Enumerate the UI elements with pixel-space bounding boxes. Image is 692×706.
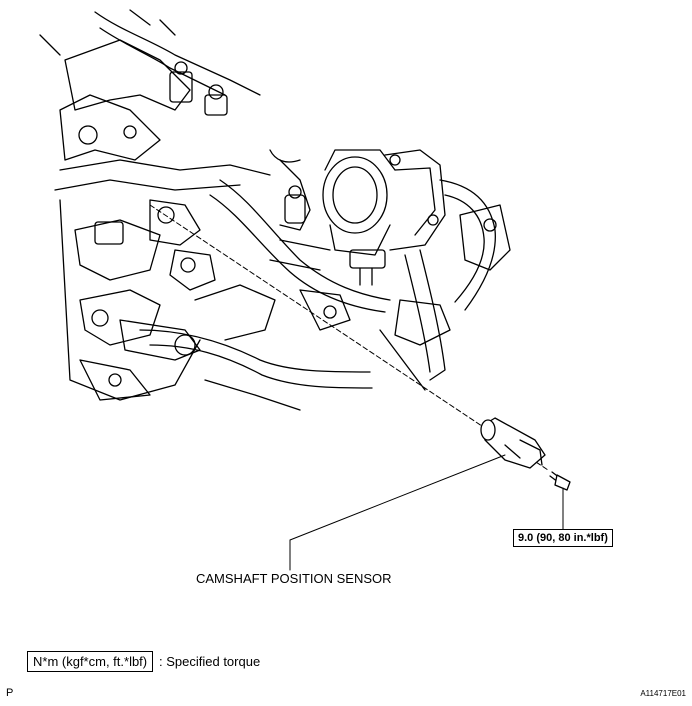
engine-block-drawing (39, 9, 511, 411)
camshaft-sensor-drawing (480, 417, 546, 469)
sensor-label: CAMSHAFT POSITION SENSOR (196, 571, 392, 586)
page-mark: P (6, 687, 14, 699)
installation-axis (149, 204, 549, 471)
sensor-leader-line (289, 454, 506, 571)
figure-code: A114717E01 (640, 689, 686, 698)
torque-legend-box: N*m (kgf*cm, ft.*lbf) (27, 651, 154, 672)
bolt-torque-callout: 9.0 (90, 80 in.*lbf) (513, 529, 613, 547)
torque-legend-description: : Specified torque (159, 654, 261, 669)
bolt-drawing (549, 471, 571, 491)
